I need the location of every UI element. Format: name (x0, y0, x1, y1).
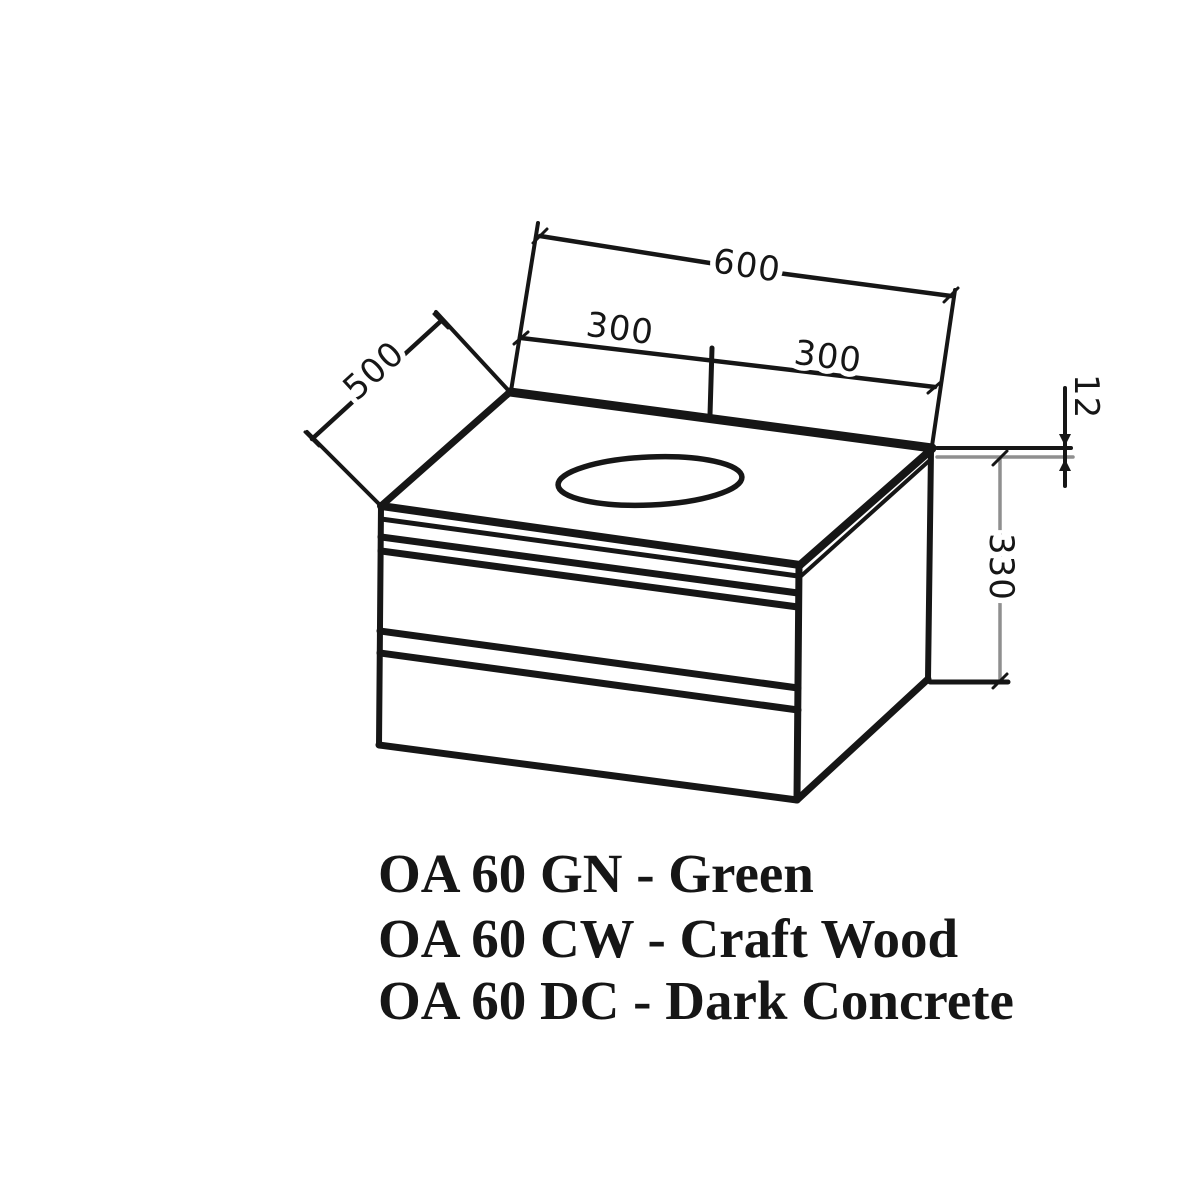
variant-label-dark-concrete: OA 60 DC - Dark Concrete (378, 970, 1014, 1031)
tick-left (531, 227, 549, 245)
top-drawer-groove-upper-line (377, 533, 802, 597)
dimension-line (309, 318, 444, 442)
dimension-label-300-right: 300 (792, 333, 865, 382)
sink-cutout-ellipse (555, 453, 745, 509)
body-bottom-front-edge (375, 741, 801, 804)
countertop-back-edge (505, 387, 937, 453)
variant-label-craft-wood: OA 60 CW - Craft Wood (378, 908, 958, 969)
arrowhead-down (1059, 434, 1071, 446)
dimension-line (518, 335, 938, 390)
dimension-depth: 500 (303, 310, 511, 507)
dimension-label-330: 330 (981, 533, 1021, 601)
countertop-bottom-front-edge (378, 516, 801, 579)
variant-labels: OA 60 GN - Green OA 60 CW - Craft Wood O… (378, 843, 1014, 1031)
extension-line-left (509, 221, 540, 393)
tick-right (926, 379, 944, 395)
countertop-front-edge (377, 502, 804, 569)
body-left-vertical-edge (376, 503, 384, 748)
bottom-drawer-groove-upper-line (376, 627, 802, 692)
tick-bottom (991, 672, 1009, 690)
body-front-right-vertical-edge (793, 562, 803, 803)
dimension-line-right-segment (775, 270, 954, 299)
vanity-cabinet (375, 387, 937, 804)
tick-left (512, 330, 530, 346)
dimension-top-thickness: 12 (935, 374, 1106, 488)
tick-top (991, 449, 1009, 467)
tick-bottom (303, 430, 321, 448)
dimension-line-left-segment (537, 233, 719, 267)
dimension-label-600: 600 (710, 241, 783, 291)
tick-top (432, 312, 450, 330)
dimension-body-height: 330 (927, 449, 1027, 690)
dimension-label-12: 12 (1066, 374, 1106, 419)
arrowhead-up (1059, 459, 1071, 471)
variant-label-green: OA 60 GN - Green (378, 843, 814, 904)
extension-line-top (434, 310, 511, 393)
countertop-left-edge (377, 388, 514, 510)
dimension-total-width: 600 (509, 221, 960, 448)
tick-right (942, 286, 960, 304)
dimension-label-300-left: 300 (584, 305, 657, 354)
bottom-drawer-groove-lower-line (376, 649, 802, 714)
body-back-right-vertical-edge (925, 448, 934, 682)
top-drawer-groove-lower-line (377, 547, 802, 611)
extension-line-right (930, 288, 957, 448)
body-bottom-right-edge (793, 675, 932, 804)
countertop-right-edge (796, 445, 936, 569)
middle-divider-tick (707, 345, 715, 418)
countertop-bottom-right-edge (798, 458, 932, 579)
dimension-label-500: 500 (335, 333, 412, 408)
